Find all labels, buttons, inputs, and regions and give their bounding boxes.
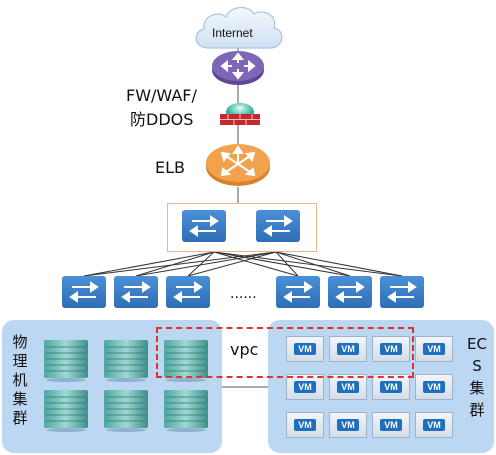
server-rack-icon bbox=[103, 389, 149, 433]
access-switch-icon bbox=[380, 276, 424, 308]
vm-instance: VM bbox=[415, 374, 453, 400]
ellipsis-label: ...... bbox=[230, 286, 257, 302]
vm-instance: VM bbox=[329, 412, 367, 438]
vm-instance: VM bbox=[372, 336, 410, 362]
access-switch-icon bbox=[166, 276, 210, 308]
elb-label: ELB bbox=[155, 158, 185, 177]
vm-instance: VM bbox=[372, 374, 410, 400]
server-rack-icon bbox=[43, 389, 89, 433]
firewall-icon bbox=[220, 103, 260, 125]
server-rack-icon bbox=[43, 339, 89, 383]
core-switch-icon bbox=[182, 210, 226, 242]
vm-instance: VM bbox=[286, 374, 324, 400]
firewall-label-line2: 防DDOS bbox=[130, 110, 194, 129]
vpc-label: vpc bbox=[230, 340, 259, 359]
internet-cloud-icon bbox=[195, 7, 283, 49]
access-switch-icon bbox=[276, 276, 320, 308]
server-rack-icon bbox=[163, 389, 209, 433]
access-switch-icon bbox=[62, 276, 106, 308]
firewall-label-line1: FW/WAF/ bbox=[126, 86, 197, 105]
ecs-cluster-label: ECS集群 bbox=[467, 335, 487, 419]
vm-instance: VM bbox=[329, 374, 367, 400]
vm-instance: VM bbox=[415, 336, 453, 362]
physical-cluster-label: 物理机集群 bbox=[12, 333, 28, 427]
vm-instance: VM bbox=[372, 412, 410, 438]
vm-instance: VM bbox=[286, 412, 324, 438]
vm-instance: VM bbox=[415, 412, 453, 438]
router-icon bbox=[212, 51, 264, 85]
core-switch-icon bbox=[256, 210, 300, 242]
vm-instance: VM bbox=[329, 336, 367, 362]
access-switch-icon bbox=[114, 276, 158, 308]
server-rack-icon bbox=[103, 339, 149, 383]
internet-label: Internet bbox=[212, 26, 253, 40]
elb-icon bbox=[206, 144, 270, 186]
vm-instance: VM bbox=[286, 336, 324, 362]
vpc-boundary bbox=[156, 327, 414, 378]
access-switch-icon bbox=[328, 276, 372, 308]
